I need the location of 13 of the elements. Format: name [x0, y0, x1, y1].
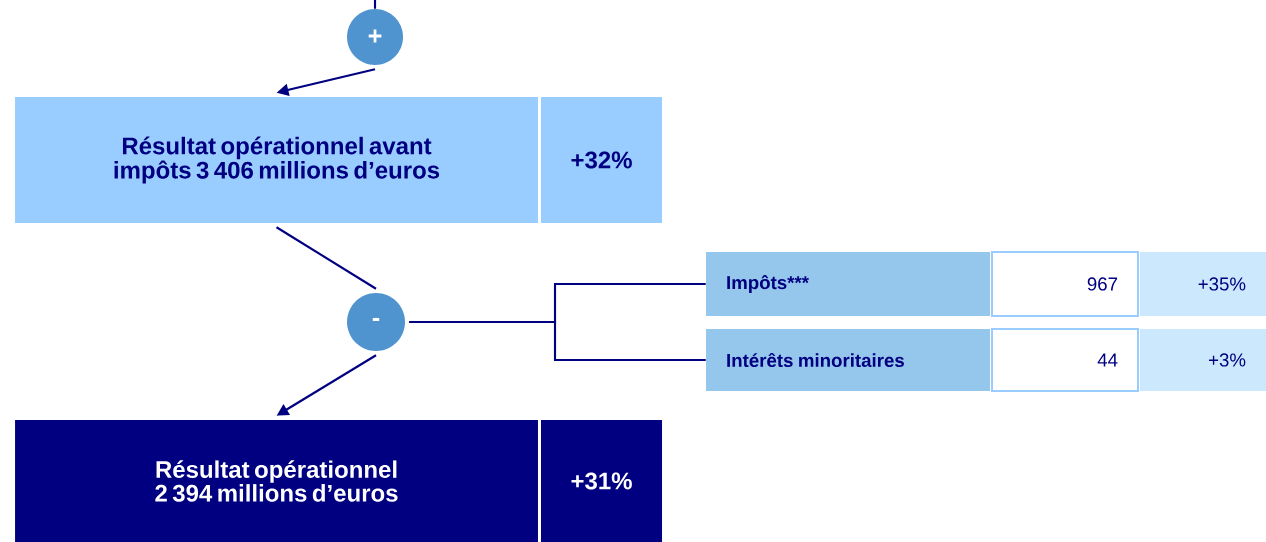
connector-line — [373, 0, 377, 9]
label-cell: Impôts*** — [706, 252, 990, 316]
connector-line — [275, 226, 377, 290]
percent-box: +31% — [541, 420, 663, 542]
percent-box: +32% — [541, 97, 663, 223]
connector-line — [409, 320, 706, 362]
result-box: Résultat opérationnel avant impôts 3 406 millions d’euros — [15, 97, 538, 223]
result-box: Résultat opérationnel 2 394 millions d’euros — [15, 420, 538, 542]
percent-cell: +35% — [1140, 252, 1266, 316]
percent-cell: +3% — [1140, 329, 1266, 391]
label-cell: Intérêts minoritaires — [706, 329, 990, 391]
value-cell: 44 — [991, 328, 1139, 392]
value-cell: 967 — [991, 251, 1139, 317]
